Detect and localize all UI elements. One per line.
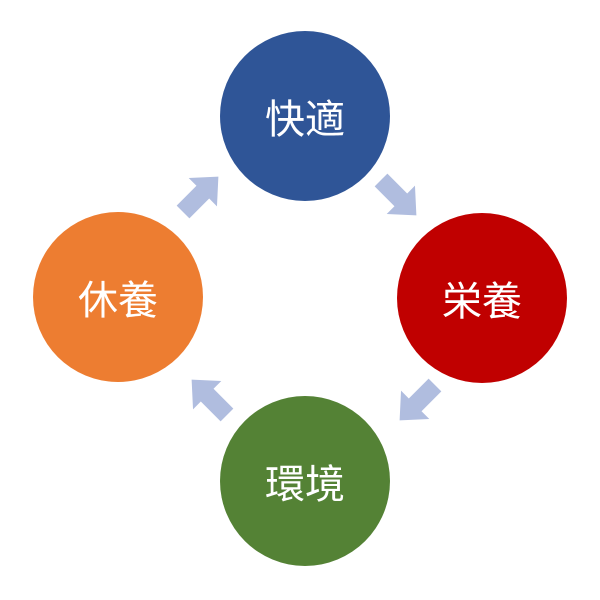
node-kankyou: 環境 (220, 396, 390, 566)
node-label: 環境 (265, 462, 345, 508)
arrow-right-to-bottom-icon (385, 370, 450, 435)
node-label: 休養 (78, 278, 158, 324)
arrow-top-to-right-icon (366, 165, 431, 230)
node-eiyou: 栄養 (397, 213, 567, 383)
arrow-left-to-top-icon (168, 162, 233, 227)
node-kyuuyou: 休養 (33, 212, 203, 382)
node-label: 快適 (265, 97, 345, 143)
arrow-bottom-to-left-icon (177, 365, 242, 430)
node-kaiteki: 快適 (220, 31, 390, 201)
node-label: 栄養 (442, 279, 522, 325)
